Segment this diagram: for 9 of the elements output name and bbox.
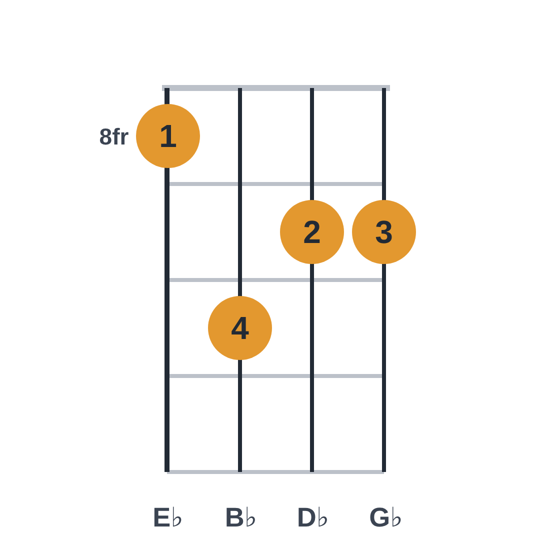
finger-dot: 2 bbox=[280, 200, 344, 264]
string-note: G♭ bbox=[369, 504, 403, 532]
finger-dot: 3 bbox=[352, 200, 416, 264]
finger-dot: 1 bbox=[136, 104, 200, 168]
finger-dot: 4 bbox=[208, 296, 272, 360]
string-note: B♭ bbox=[224, 504, 258, 532]
fret-number: 8fr bbox=[99, 126, 129, 148]
string-note: D♭ bbox=[296, 504, 330, 532]
string-note: E♭ bbox=[152, 504, 184, 532]
